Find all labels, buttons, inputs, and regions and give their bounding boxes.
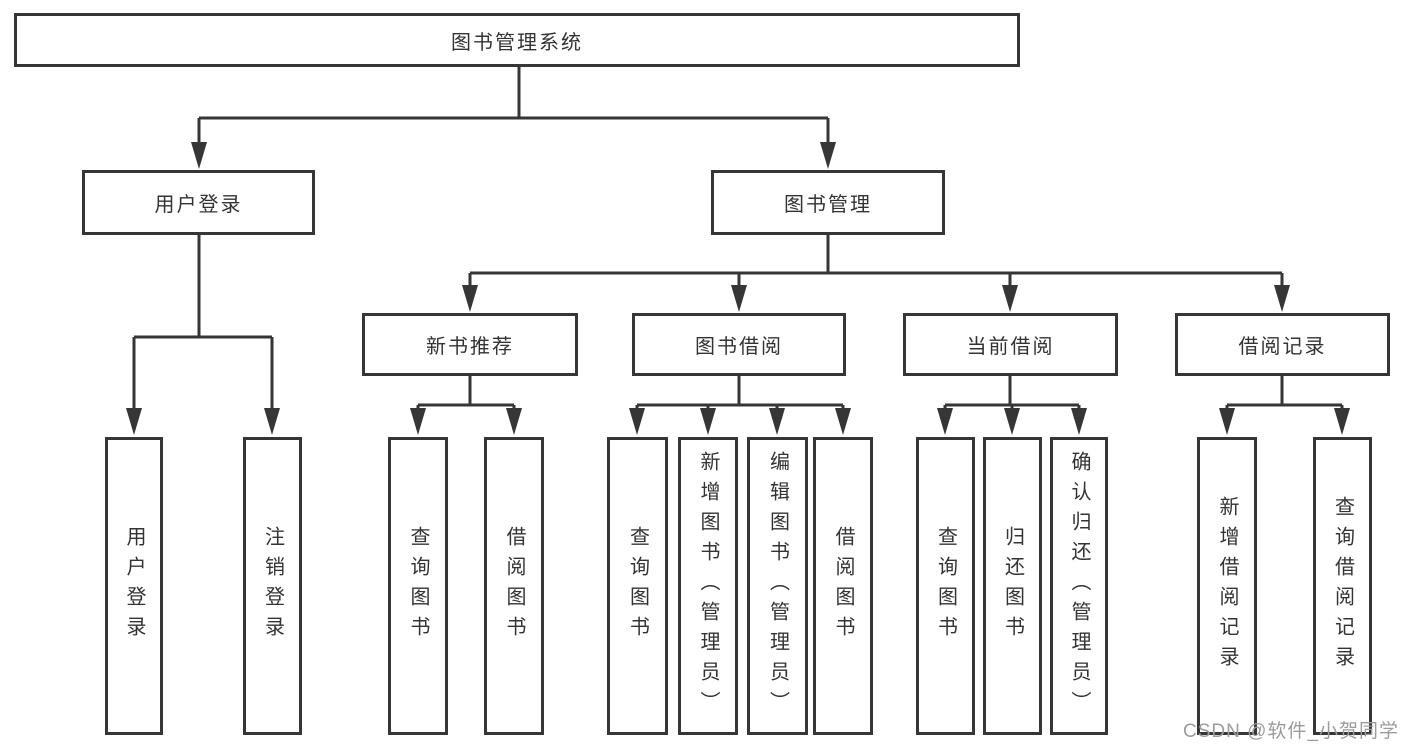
- leaf-query-books: 查询图书: [607, 437, 668, 735]
- leaf-query-borrow-record: 查询借阅记录: [1313, 437, 1372, 735]
- leaf-user-login: 用户登录: [105, 437, 163, 735]
- leaf-label: 借阅图书: [503, 526, 525, 646]
- leaf-label: 用户登录: [123, 526, 145, 646]
- node-user-login: 用户登录: [82, 170, 315, 235]
- leaf-label: 新增图书（管理员）: [697, 451, 719, 721]
- leaf-confirm-return-admin: 确认归还（管理员）: [1050, 437, 1108, 735]
- node-borrowing-records: 借阅记录: [1175, 313, 1390, 376]
- leaf-label: 归还图书: [1001, 526, 1024, 646]
- node-book-borrowing: 图书借阅: [632, 313, 846, 376]
- node-label: 新书推荐: [426, 336, 514, 358]
- node-current-borrowing: 当前借阅: [903, 313, 1118, 376]
- node-library-system: 图书管理系统: [14, 13, 1020, 67]
- node-label: 借阅记录: [1238, 336, 1327, 358]
- node-label: 图书管理: [784, 194, 872, 216]
- node-new-book-recommend: 新书推荐: [362, 313, 578, 376]
- leaf-borrow-books-recommend: 借阅图书: [484, 437, 544, 735]
- leaf-label: 注销登录: [261, 526, 284, 646]
- leaf-return-books: 归还图书: [983, 437, 1042, 735]
- node-book-management: 图书管理: [711, 170, 945, 235]
- leaf-label: 新增借阅记录: [1216, 496, 1238, 676]
- leaf-add-books-admin: 新增图书（管理员）: [678, 437, 738, 735]
- leaf-edit-books-admin: 编辑图书（管理员）: [747, 437, 808, 735]
- watermark: CSDN @软件_小贺同学: [1183, 721, 1399, 742]
- node-label: 当前借阅: [966, 336, 1055, 358]
- leaf-label: 借阅图书: [832, 526, 854, 646]
- leaf-label: 查询图书: [934, 526, 957, 646]
- leaf-query-books-current: 查询图书: [916, 437, 975, 735]
- node-label: 图书管理系统: [451, 31, 583, 54]
- leaf-logout: 注销登录: [243, 437, 302, 735]
- node-label: 用户登录: [154, 194, 243, 216]
- leaf-label: 查询图书: [626, 526, 649, 646]
- node-label: 图书借阅: [695, 336, 783, 358]
- leaf-label: 查询图书: [407, 526, 429, 646]
- leaf-borrow-books: 借阅图书: [813, 437, 873, 735]
- leaf-query-books-recommend: 查询图书: [388, 437, 448, 735]
- leaf-add-borrow-record: 新增借阅记录: [1197, 437, 1257, 735]
- leaf-label: 确认归还（管理员）: [1068, 451, 1090, 721]
- leaf-label: 编辑图书（管理员）: [766, 451, 789, 721]
- leaf-label: 查询借阅记录: [1331, 496, 1354, 676]
